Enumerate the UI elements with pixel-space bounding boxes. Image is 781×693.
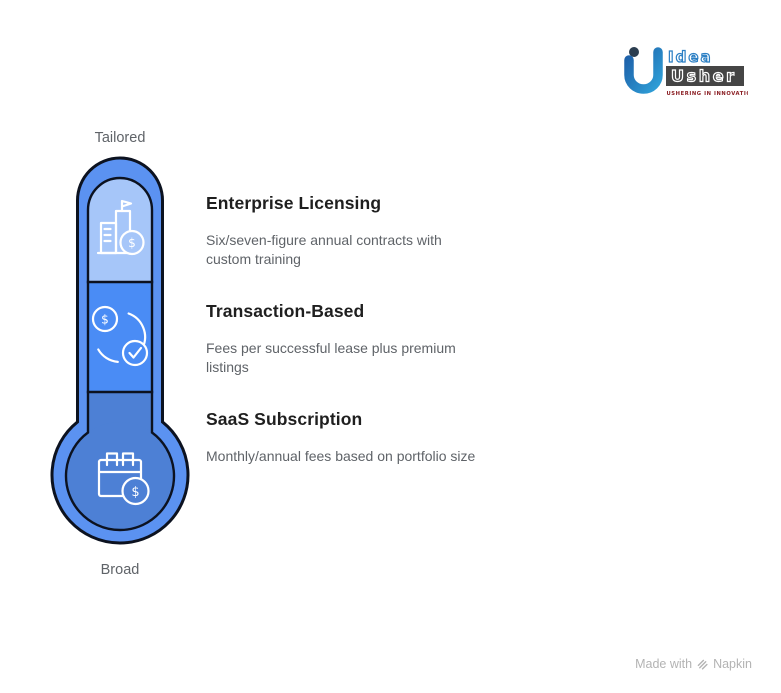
thermometer-inner-outline bbox=[64, 176, 176, 532]
broad-label: Broad bbox=[100, 562, 140, 578]
made-with-napkin: Made with Napkin bbox=[635, 657, 752, 671]
dollar-cycle-check-icon: $ bbox=[91, 305, 149, 367]
dollar-glyph: $ bbox=[128, 236, 136, 250]
section-description-transaction-based: Fees per successful lease plus premium l… bbox=[206, 340, 456, 375]
section-title-transaction-based: Transaction-Based bbox=[206, 301, 365, 321]
section-title-saas-subscription: SaaS Subscription bbox=[206, 409, 363, 429]
logo-tagline: USHERING IN INNOVATION bbox=[667, 91, 749, 97]
idea-usher-logo: Idea Usher USHERING IN INNOVATION bbox=[624, 47, 749, 97]
logo-idea-text: Idea bbox=[668, 48, 713, 66]
thermometer-diagram: $ $ $ bbox=[50, 156, 190, 545]
logo-usher-box bbox=[666, 66, 744, 86]
section-description-enterprise-licensing: Six/seven-figure annual contracts with c… bbox=[206, 232, 442, 267]
dollar-glyph: $ bbox=[101, 312, 109, 326]
napkin-text: Napkin bbox=[713, 657, 752, 671]
napkin-icon bbox=[697, 659, 708, 670]
segment-transaction-fill bbox=[88, 282, 152, 392]
calendar-dollar-icon: $ bbox=[97, 452, 150, 506]
dollar-glyph: $ bbox=[131, 485, 139, 500]
made-with-text: Made with bbox=[635, 657, 693, 671]
section-description-saas-subscription: Monthly/annual fees based on portfolio s… bbox=[206, 448, 476, 464]
logo-mark-icon bbox=[624, 47, 663, 94]
tailored-label: Tailored bbox=[94, 130, 146, 146]
segment-saas-bulb-fill bbox=[66, 422, 174, 530]
logo-usher-text: Usher bbox=[671, 67, 737, 86]
section-title-enterprise-licensing: Enterprise Licensing bbox=[206, 193, 382, 213]
building-dollar-icon: $ bbox=[96, 199, 145, 256]
